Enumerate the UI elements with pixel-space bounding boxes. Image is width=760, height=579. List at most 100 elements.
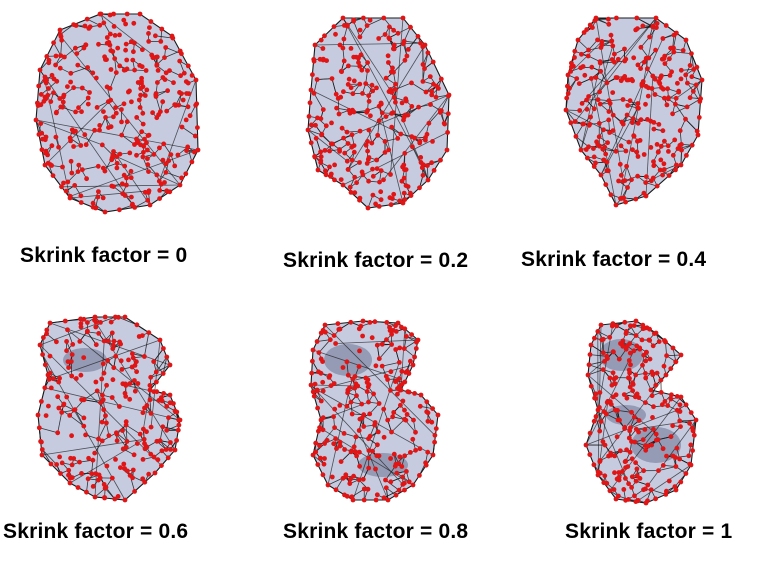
cloud-point xyxy=(345,130,350,135)
cloud-point xyxy=(105,85,110,90)
cloud-point xyxy=(131,355,136,360)
cloud-point xyxy=(661,128,666,133)
cloud-point xyxy=(634,16,639,21)
cloud-point xyxy=(637,346,642,351)
cloud-point xyxy=(674,464,679,469)
cloud-point xyxy=(675,408,680,413)
cloud-point xyxy=(160,424,165,429)
cloud-point xyxy=(684,471,689,476)
cloud-point xyxy=(636,121,641,126)
cloud-point xyxy=(679,142,684,147)
cloud-point xyxy=(113,105,118,110)
cloud-point xyxy=(670,111,675,116)
cloud-point xyxy=(87,90,92,95)
cloud-point xyxy=(143,190,148,195)
cloud-point xyxy=(625,113,630,118)
cloud-point xyxy=(96,195,101,200)
cloud-point xyxy=(172,164,177,169)
cloud-point xyxy=(368,113,373,118)
cloud-point xyxy=(354,435,359,440)
cloud-point xyxy=(654,331,659,336)
cloud-point xyxy=(194,78,199,83)
cloud-point xyxy=(659,378,664,383)
cloud-point xyxy=(694,83,699,88)
cloud-point xyxy=(650,86,655,91)
cloud-point xyxy=(54,110,59,115)
cloud-point xyxy=(345,404,350,409)
cloud-point xyxy=(127,397,132,402)
cloud-point xyxy=(69,433,74,438)
cloud-point xyxy=(145,156,150,161)
cloud-point xyxy=(310,72,315,77)
cloud-point xyxy=(412,391,417,396)
cloud-point xyxy=(127,151,132,156)
cloud-point xyxy=(311,453,316,458)
cloud-point xyxy=(346,373,351,378)
cloud-point xyxy=(655,184,660,189)
cloud-point xyxy=(324,172,329,177)
cloud-point xyxy=(381,407,386,412)
cloud-point xyxy=(330,76,335,81)
cloud-point xyxy=(339,177,344,182)
cloud-point xyxy=(431,60,436,65)
cloud-point xyxy=(146,472,151,477)
cloud-point xyxy=(389,430,394,435)
cloud-point xyxy=(68,196,73,201)
cloud-point xyxy=(38,439,43,444)
cloud-point xyxy=(92,451,97,456)
cloud-point xyxy=(86,96,91,101)
cloud-point xyxy=(636,101,641,106)
cloud-point xyxy=(651,427,656,432)
cloud-point xyxy=(669,69,674,74)
cloud-point xyxy=(602,145,607,150)
cloud-point xyxy=(607,335,612,340)
cloud-point xyxy=(133,389,138,394)
cloud-point xyxy=(184,148,189,153)
cloud-point xyxy=(377,356,382,361)
cloud-point xyxy=(442,121,447,126)
cloud-point xyxy=(422,66,427,71)
cloud-point xyxy=(662,139,667,144)
cloud-point xyxy=(630,474,635,479)
cloud-point xyxy=(646,94,651,99)
cloud-point xyxy=(123,22,128,27)
cloud-point xyxy=(326,483,331,488)
cloud-point xyxy=(138,12,143,17)
cloud-point xyxy=(131,49,136,54)
cloud-point xyxy=(117,64,122,69)
cloud-point xyxy=(124,176,129,181)
cloud-point xyxy=(418,404,423,409)
cloud-point xyxy=(130,351,135,356)
cloud-point xyxy=(400,101,405,106)
cloud-point xyxy=(350,132,355,137)
cloud-point xyxy=(319,132,324,137)
cloud-point xyxy=(49,386,54,391)
cloud-point xyxy=(66,468,71,473)
cloud-point xyxy=(381,16,386,21)
cloud-point xyxy=(159,27,164,32)
cloud-point xyxy=(110,395,115,400)
cloud-point xyxy=(394,462,399,467)
cloud-point xyxy=(178,183,183,188)
cloud-point xyxy=(594,414,599,419)
cloud-point xyxy=(392,47,397,52)
cloud-point xyxy=(341,183,346,188)
cloud-point xyxy=(157,196,162,201)
cloud-point xyxy=(661,463,666,468)
cloud-point xyxy=(354,393,359,398)
cloud-point xyxy=(85,329,90,334)
cloud-point xyxy=(338,444,343,449)
cloud-point xyxy=(119,358,124,363)
cloud-point xyxy=(664,23,669,28)
cloud-point xyxy=(145,403,150,408)
cloud-point xyxy=(665,86,670,91)
cloud-point xyxy=(86,102,91,107)
cloud-point xyxy=(597,459,602,464)
cloud-point xyxy=(71,22,76,27)
cloud-point xyxy=(171,80,176,85)
cloud-point xyxy=(655,21,660,26)
cloud-point xyxy=(430,406,435,411)
cloud-point xyxy=(589,65,594,70)
cloud-point xyxy=(402,346,407,351)
cloud-point xyxy=(102,371,107,376)
